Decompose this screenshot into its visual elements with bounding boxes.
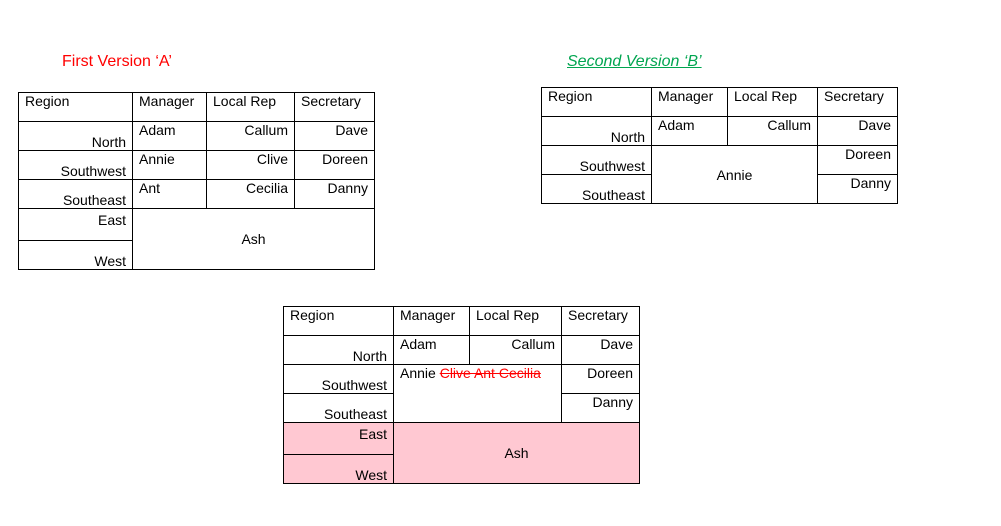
manager-cell: Annie bbox=[132, 150, 207, 180]
manager-cell: Adam bbox=[651, 116, 728, 146]
header-region: Region bbox=[283, 306, 394, 336]
secretary-cell: Danny bbox=[817, 174, 898, 204]
table-row: West bbox=[18, 240, 375, 270]
kept-name: Annie bbox=[400, 365, 436, 382]
table-row: Southwest Annie Doreen bbox=[541, 145, 898, 204]
header-secretary: Secretary bbox=[561, 306, 640, 336]
region-cell: West bbox=[283, 454, 394, 484]
region-cell: East bbox=[18, 208, 133, 241]
version-a-title: First Version ‘A’ bbox=[62, 53, 172, 70]
manager-cell: Ant bbox=[132, 179, 207, 209]
table-row: North Adam Callum Dave bbox=[18, 121, 375, 151]
table-row: Southeast Danny bbox=[283, 393, 640, 423]
version-b-title: Second Version ‘B’ bbox=[567, 53, 702, 70]
combined-version-table: Region Manager Local Rep Secretary North… bbox=[283, 306, 640, 484]
region-cell: North bbox=[541, 116, 652, 146]
version-b-table: Region Manager Local Rep Secretary North… bbox=[541, 87, 898, 204]
table-row: Southwest Annie Clive Ant Cecilia Doreen bbox=[283, 364, 640, 423]
struck-names: Clive Ant Cecilia bbox=[439, 365, 541, 382]
region-cell: Southeast bbox=[541, 174, 652, 204]
header-row: Region Manager Local Rep Secretary bbox=[283, 306, 640, 336]
region-cell: East bbox=[283, 422, 394, 455]
table-row: Southeast Danny bbox=[541, 174, 898, 204]
secretary-cell: Doreen bbox=[294, 150, 375, 180]
header-row: Region Manager Local Rep Secretary bbox=[541, 87, 898, 117]
header-row: Region Manager Local Rep Secretary bbox=[18, 92, 375, 122]
table-row: West bbox=[283, 454, 640, 484]
header-manager: Manager bbox=[651, 87, 728, 117]
secretary-cell: Dave bbox=[817, 116, 898, 146]
table-row: East Ash bbox=[18, 208, 375, 270]
local-rep-cell: Clive bbox=[206, 150, 295, 180]
header-local-rep: Local Rep bbox=[206, 92, 295, 122]
region-cell: Southeast bbox=[283, 393, 394, 423]
header-manager: Manager bbox=[132, 92, 207, 122]
local-rep-cell: Callum bbox=[469, 335, 562, 365]
merged-manager-cell: Annie Clive Ant Cecilia bbox=[393, 364, 562, 423]
header-local-rep: Local Rep bbox=[469, 306, 562, 336]
local-rep-cell: Cecilia bbox=[206, 179, 295, 209]
header-region: Region bbox=[541, 87, 652, 117]
region-cell: Southwest bbox=[541, 145, 652, 175]
header-secretary: Secretary bbox=[817, 87, 898, 117]
manager-cell: Adam bbox=[132, 121, 207, 151]
header-region: Region bbox=[18, 92, 133, 122]
local-rep-cell: Callum bbox=[727, 116, 818, 146]
table-row: North Adam Callum Dave bbox=[541, 116, 898, 146]
region-cell: Southeast bbox=[18, 179, 133, 209]
table-row: East Ash bbox=[283, 422, 640, 484]
merged-east-west-cell: Ash bbox=[132, 208, 375, 270]
header-manager: Manager bbox=[393, 306, 470, 336]
table-row: Southwest Annie Clive Doreen bbox=[18, 150, 375, 180]
local-rep-cell: Callum bbox=[206, 121, 295, 151]
merged-manager-cell: Annie bbox=[651, 145, 818, 204]
secretary-cell: Danny bbox=[561, 393, 640, 423]
table-row: Southeast Ant Cecilia Danny bbox=[18, 179, 375, 209]
merged-east-west-cell: Ash bbox=[393, 422, 640, 484]
header-local-rep: Local Rep bbox=[727, 87, 818, 117]
region-cell: Southwest bbox=[18, 150, 133, 180]
region-cell: Southwest bbox=[283, 364, 394, 394]
secretary-cell: Dave bbox=[294, 121, 375, 151]
manager-cell: Adam bbox=[393, 335, 470, 365]
header-secretary: Secretary bbox=[294, 92, 375, 122]
table-row: North Adam Callum Dave bbox=[283, 335, 640, 365]
secretary-cell: Doreen bbox=[561, 364, 640, 394]
secretary-cell: Danny bbox=[294, 179, 375, 209]
secretary-cell: Dave bbox=[561, 335, 640, 365]
version-a-table: Region Manager Local Rep Secretary North… bbox=[18, 92, 375, 270]
region-cell: North bbox=[283, 335, 394, 365]
region-cell: North bbox=[18, 121, 133, 151]
secretary-cell: Doreen bbox=[817, 145, 898, 175]
region-cell: West bbox=[18, 240, 133, 270]
